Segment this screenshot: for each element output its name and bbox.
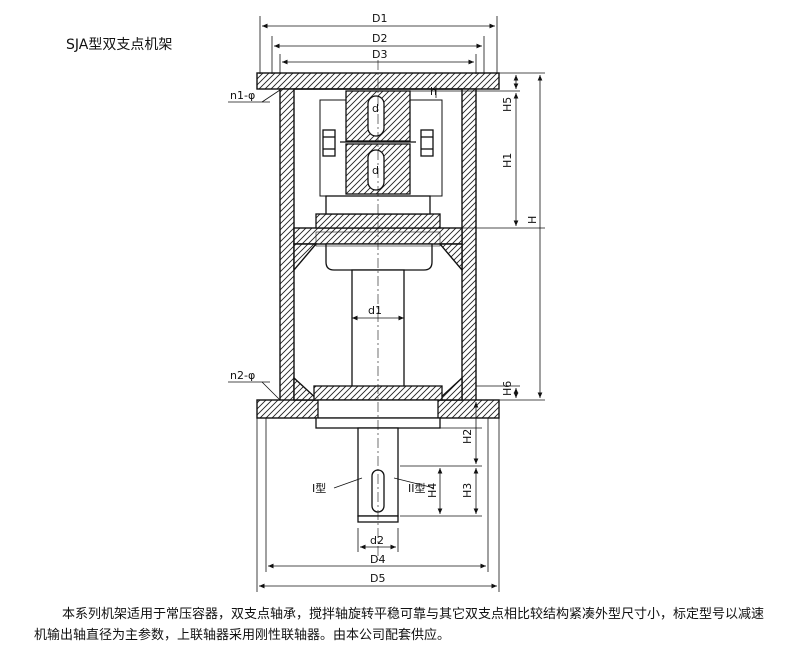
- diagram-title: SJA型双支点机架: [66, 37, 173, 53]
- type-leaders: [333, 477, 435, 489]
- dim-d2: d2: [370, 534, 384, 547]
- dim-H2: H2: [461, 429, 474, 444]
- upper-coupling: [319, 90, 443, 197]
- dim-H3: H3: [461, 483, 474, 498]
- dim-d-top: d: [372, 102, 379, 115]
- dim-D5: D5: [370, 572, 385, 585]
- right-dimensions: [400, 72, 545, 517]
- frame-drawing: D1 D2 D3 d2 D4 D5 d d d1 n1-φ n2-φ: [228, 12, 545, 592]
- bottom-dimensions: [256, 418, 500, 592]
- dim-H: H: [526, 216, 539, 224]
- dim-d-mid: d: [372, 164, 379, 177]
- dim-h: h: [430, 85, 437, 98]
- dim-H4: H4: [426, 483, 439, 498]
- left-leaders: [228, 89, 281, 401]
- dim-D1: D1: [372, 12, 387, 25]
- label-n2: n2-φ: [230, 369, 255, 382]
- description-text: 本系列机架适用于常压容器，双支点轴承，搅拌轴旋转平稳可靠与其它双支点相比较结构紧…: [34, 607, 765, 643]
- dim-H6: H6: [501, 381, 514, 396]
- dim-H5: H5: [501, 97, 514, 112]
- dim-D3: D3: [372, 48, 387, 61]
- top-dimensions: [259, 16, 498, 74]
- label-n1: n1-φ: [230, 89, 255, 102]
- label-type1: I型: [312, 481, 326, 495]
- dim-D4: D4: [370, 553, 385, 566]
- dim-H1: H1: [501, 153, 514, 168]
- dim-D2: D2: [372, 32, 387, 45]
- label-type2: II型: [408, 481, 426, 495]
- dim-d1: d1: [368, 304, 382, 317]
